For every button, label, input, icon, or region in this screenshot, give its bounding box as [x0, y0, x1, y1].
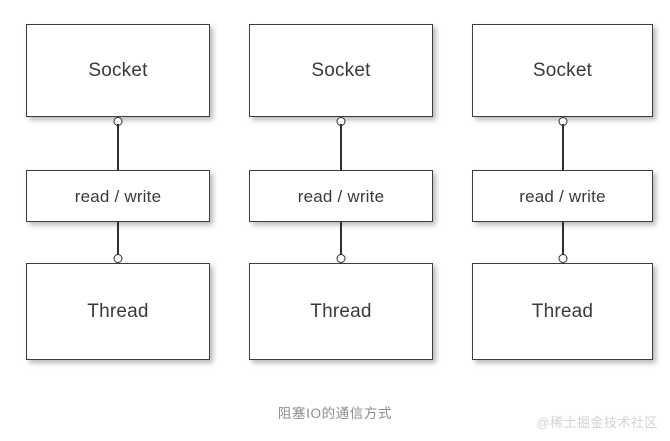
- thread-label: Thread: [531, 301, 594, 322]
- read-write-box-2[interactable]: read / write: [249, 170, 433, 222]
- connector-stem: [561, 222, 564, 257]
- thread-label: Thread: [87, 301, 149, 322]
- connector-stem: [340, 124, 342, 171]
- read-write-label: read / write: [74, 186, 162, 206]
- read-write-box-1[interactable]: read / write: [26, 170, 210, 222]
- connector-readwrite-thread-1: [111, 222, 125, 264]
- connector-stem: [340, 222, 342, 257]
- connector-knob-icon: [113, 254, 123, 263]
- io-stack-column-2: Socket read / write Thread: [249, 0, 433, 380]
- connector-knob-icon: [558, 254, 567, 263]
- thread-box-2[interactable]: Thread: [249, 263, 433, 360]
- read-write-box-3[interactable]: read / write: [472, 170, 653, 222]
- read-write-label: read / write: [519, 186, 606, 206]
- thread-box-1[interactable]: Thread: [26, 263, 210, 360]
- connector-readwrite-thread-3: [556, 222, 570, 264]
- socket-label: Socket: [532, 60, 593, 81]
- connector-socket-readwrite-2: [334, 117, 348, 171]
- socket-label: Socket: [88, 60, 148, 81]
- connector-knob-icon: [336, 254, 346, 263]
- connector-readwrite-thread-2: [334, 222, 348, 264]
- socket-box-2[interactable]: Socket: [249, 24, 433, 117]
- connector-socket-readwrite-1: [111, 117, 125, 171]
- thread-label: Thread: [310, 301, 372, 322]
- io-stack-column-3: Socket read / write Thread: [472, 0, 653, 380]
- watermark: @稀土掘金技术社区: [536, 415, 658, 430]
- socket-box-1[interactable]: Socket: [26, 24, 210, 117]
- socket-label: Socket: [311, 60, 371, 81]
- diagram-caption: 阻塞IO的通信方式: [277, 406, 393, 421]
- connector-socket-readwrite-3: [556, 117, 570, 171]
- io-stack-column-1: Socket read / write Thread: [26, 0, 210, 380]
- connector-stem: [117, 222, 119, 257]
- read-write-label: read / write: [297, 186, 385, 206]
- thread-box-3[interactable]: Thread: [472, 263, 653, 360]
- connector-stem: [561, 124, 564, 171]
- connector-stem: [117, 124, 119, 171]
- socket-box-3[interactable]: Socket: [472, 24, 653, 117]
